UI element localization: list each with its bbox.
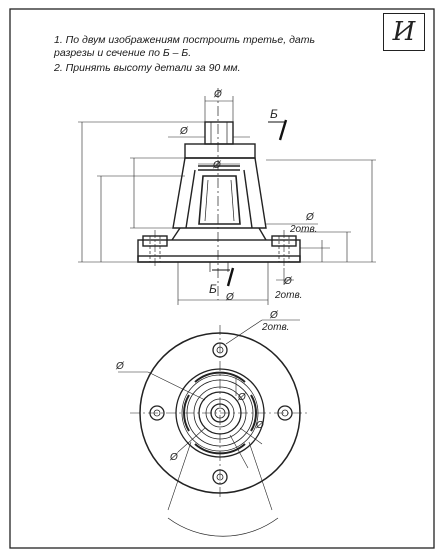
section-marks bbox=[212, 119, 288, 287]
top-labels: Ø 2отв. Ø Ø Ø Ø bbox=[115, 310, 289, 463]
variant-letter: И bbox=[383, 13, 425, 51]
top-diameter-lower: Ø bbox=[169, 452, 179, 463]
holes-label-1: 2отв. bbox=[289, 224, 317, 235]
dim-diameter-2: Ø bbox=[179, 126, 189, 137]
task-line-3: 2. Принять высоту детали за 90 мм. bbox=[54, 62, 241, 74]
sheet-frame bbox=[9, 8, 435, 549]
dim-diameter-3: Ø bbox=[212, 160, 222, 171]
front-dimensions bbox=[78, 96, 376, 305]
dim-diameter-5: Ø bbox=[283, 276, 293, 287]
top-diameter-left: Ø bbox=[115, 361, 125, 372]
holes-label-2: 2отв. bbox=[274, 290, 302, 301]
front-view bbox=[137, 88, 301, 300]
top-diameter-right: Ø bbox=[255, 420, 265, 431]
dim-diameter-6: Ø bbox=[225, 292, 235, 303]
front-labels: Ø Ø Ø Ø 2отв. Ø 2отв. Ø Б Б bbox=[179, 89, 317, 303]
top-holes-label: 2отв. bbox=[261, 322, 289, 333]
section-letter-bottom: Б bbox=[209, 282, 217, 296]
task-line-2: разрезы и сечение по Б – Б. bbox=[54, 47, 192, 59]
top-diameter-hole: Ø bbox=[269, 310, 279, 321]
dim-diameter-1: Ø bbox=[213, 89, 223, 100]
top-view bbox=[130, 325, 310, 537]
dim-diameter-4: Ø bbox=[305, 212, 315, 223]
task-line-1: 1. По двум изображениям построить третье… bbox=[54, 34, 316, 46]
top-diameter-center: Ø bbox=[237, 392, 247, 403]
section-letter-top: Б bbox=[270, 107, 278, 121]
top-dimensions bbox=[118, 319, 300, 469]
